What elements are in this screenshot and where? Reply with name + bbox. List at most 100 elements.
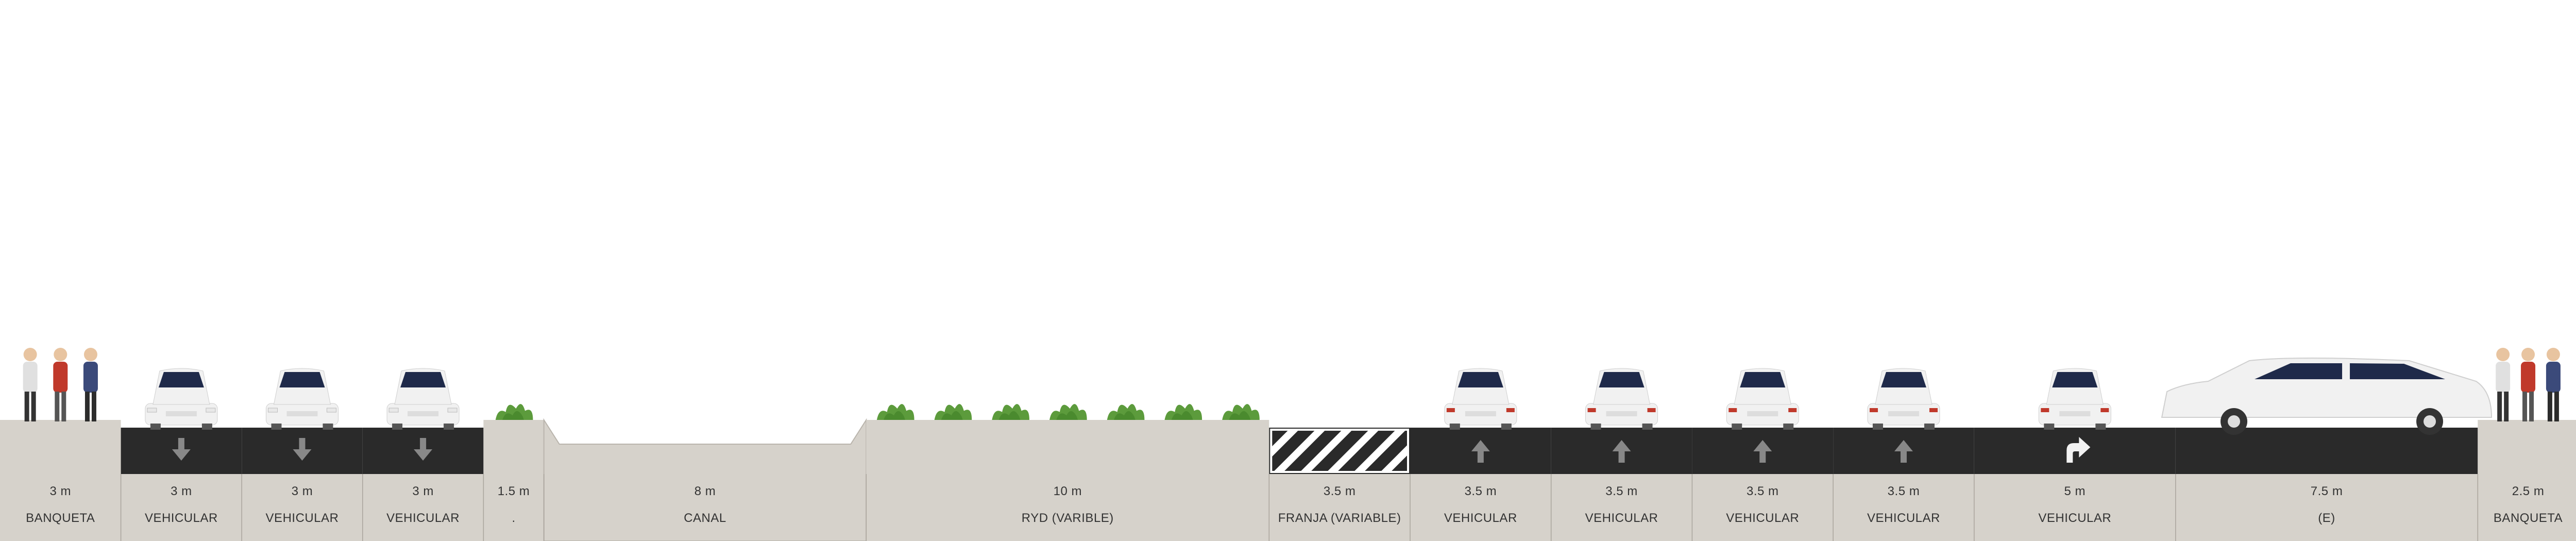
shrub-icon (876, 404, 914, 420)
label-band (1974, 474, 2176, 541)
segment-width: 3 m (171, 484, 192, 498)
label-band (2175, 474, 2478, 541)
segment-label: 3.5 m VEHICULAR (1692, 484, 1833, 526)
segment-name: VEHICULAR (1726, 511, 1800, 525)
segment-planter (483, 420, 544, 541)
asphalt-surface (2175, 428, 2478, 474)
segment-width: 2.5 m (2512, 484, 2545, 498)
hatch-icon (1271, 430, 1409, 472)
label-band (1692, 474, 1834, 541)
objects-layer (23, 348, 2561, 463)
car-front-icon (145, 368, 218, 430)
car-rear-icon (1867, 368, 1940, 430)
planter-surface (483, 420, 544, 541)
label-band (1551, 474, 1692, 541)
arrow-down-icon (172, 438, 191, 461)
pedestrian-icon (83, 348, 98, 421)
arrow-up-icon (1471, 440, 1490, 463)
car-rear-icon (1585, 368, 1658, 430)
divider-lines (120, 474, 2479, 541)
segment-label: 3.5 m FRANJA (VARIABLE) (1269, 484, 1410, 526)
arrow-up-icon (1894, 440, 1913, 463)
turn-right-arrow-icon (2066, 437, 2091, 463)
segment-name: VEHICULAR (1867, 511, 1940, 525)
segment-label: 10 m RYD (VARIBLE) (866, 484, 1269, 526)
segment-label: 8 m CANAL (544, 484, 867, 526)
car-side-icon (2161, 358, 2493, 435)
pedestrian-icon (53, 348, 68, 421)
label-band (1410, 474, 1551, 541)
label-band (1833, 474, 1974, 541)
segment-name: VEHICULAR (386, 511, 460, 525)
shrub-icon (1222, 404, 1260, 420)
label-band (1269, 474, 1410, 541)
segment-striped (1269, 428, 1410, 541)
car-rear-icon (2038, 368, 2111, 430)
segment-name: BANQUETA (26, 511, 95, 525)
segment-planter (866, 420, 1269, 541)
segment-width: 8 m (694, 484, 716, 498)
pedestrian-icon (2496, 348, 2511, 421)
shrub-icon (495, 404, 533, 420)
label-band (121, 474, 242, 541)
segment-width: 3 m (49, 484, 72, 498)
segment-width: 3.5 m (1464, 484, 1497, 498)
segment-name: VEHICULAR (265, 511, 339, 525)
segment-label: 3 m BANQUETA (0, 484, 121, 526)
shrub-icon (1107, 404, 1145, 420)
arrow-down-icon (414, 438, 433, 461)
segment-lane (1833, 428, 1974, 541)
segment-name: . (512, 511, 516, 525)
segment-name: BANQUETA (2493, 511, 2563, 525)
shrub-icon (1164, 404, 1202, 420)
segment-label: 5 m VEHICULAR (1974, 484, 2176, 526)
car-front-icon (386, 368, 460, 430)
segment-name: VEHICULAR (1444, 511, 1517, 525)
car-front-icon (266, 368, 338, 430)
segment-width: 5 m (2064, 484, 2086, 498)
segment-width: 1.5 m (497, 484, 530, 498)
segment-width: 3.5 m (1887, 484, 1920, 498)
segment-width: 10 m (1053, 484, 1082, 498)
segment-label: 1.5 m. (483, 484, 544, 526)
pedestrian-icon (2546, 348, 2561, 421)
segment-width: 3.5 m (1605, 484, 1638, 498)
segment-name: CANAL (684, 511, 726, 525)
arrow-down-icon (293, 438, 312, 461)
segment-lane (242, 428, 363, 541)
segment-width: 3 m (412, 484, 434, 498)
ground-layer (0, 418, 2576, 541)
label-band (242, 474, 363, 541)
arrow-up-icon (1612, 440, 1631, 463)
segment-name: VEHICULAR (2038, 511, 2112, 525)
segment-lane (1974, 428, 2176, 541)
shrub-icon (934, 404, 972, 420)
segment-parking (2175, 428, 2478, 541)
segment-name: FRANJA (VARIABLE) (1278, 511, 1401, 525)
segment-label: 3 m VEHICULAR (363, 484, 484, 526)
segment-label: 3.5 m VEHICULAR (1833, 484, 1974, 526)
shrub-icon (992, 404, 1029, 420)
arrow-up-icon (1753, 440, 1772, 463)
segment-label: 3.5 m VEHICULAR (1410, 484, 1551, 526)
car-rear-icon (1726, 368, 1799, 430)
sidewalk-surface (0, 420, 121, 541)
shrub-icon (1049, 404, 1087, 420)
label-band (362, 474, 484, 541)
segment-width: 3 m (291, 484, 313, 498)
segment-width: 3.5 m (1323, 484, 1356, 498)
planter-surface (866, 420, 1269, 541)
segment-sidewalk (2478, 420, 2576, 541)
segment-label: 2.5 m BANQUETA (2478, 484, 2576, 526)
segment-lane (1410, 428, 1551, 541)
pedestrian-icon (2521, 348, 2536, 421)
segment-label: 7.5 m (E) (2176, 484, 2478, 526)
segment-width: 3.5 m (1746, 484, 1779, 498)
pedestrian-icon (23, 348, 38, 421)
segment-name: (E) (2318, 511, 2335, 525)
segment-width: 7.5 m (2310, 484, 2343, 498)
segment-name: RYD (VARIBLE) (1021, 511, 1114, 525)
